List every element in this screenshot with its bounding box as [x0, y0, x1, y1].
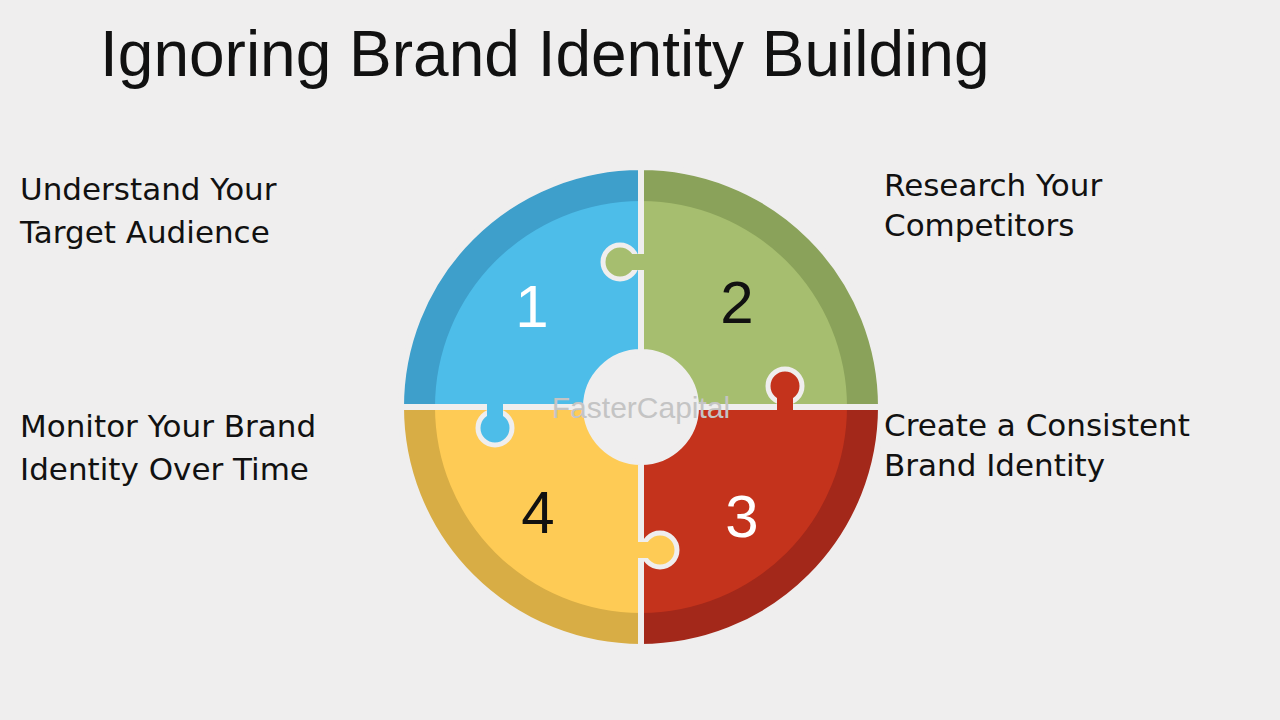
piece-face — [435, 201, 641, 407]
puzzle-shape — [641, 167, 881, 407]
step-number: 2 — [677, 263, 797, 343]
step-number: 4 — [478, 473, 598, 553]
puzzle-piece: 2Research Your Competitors — [641, 167, 881, 407]
piece-face — [641, 201, 847, 407]
puzzle-neck — [777, 397, 793, 411]
step-label: Create a Consistent Brand Identity — [884, 405, 1234, 485]
piece-face — [641, 407, 847, 613]
diagram-title: Ignoring Brand Identity Building — [100, 16, 989, 92]
piece-gap — [641, 167, 881, 407]
puzzle-shape — [641, 407, 881, 647]
piece-face — [435, 407, 641, 613]
puzzle-neck — [631, 254, 645, 270]
step-number: 3 — [682, 477, 802, 557]
piece-rim — [641, 407, 881, 647]
piece-gap — [641, 407, 881, 647]
puzzle-piece: 4Monitor Your Brand Identity Over Time — [401, 407, 641, 647]
step-label: Monitor Your Brand Identity Over Time — [20, 405, 370, 491]
step-label: Research Your Competitors — [884, 165, 1234, 245]
puzzle-piece: 1Understand Your Target Audience — [401, 167, 641, 407]
piece-rim — [401, 167, 641, 407]
step-number: 1 — [472, 267, 592, 347]
piece-gap — [401, 167, 641, 407]
puzzle-neck — [487, 403, 503, 417]
piece-rim — [641, 167, 881, 407]
puzzle-neck — [637, 542, 651, 558]
step-label: Understand Your Target Audience — [20, 168, 370, 254]
puzzle-shape — [401, 407, 641, 647]
puzzle-piece: 3Create a Consistent Brand Identity — [641, 407, 881, 647]
piece-rim — [401, 407, 641, 647]
watermark: FasterCapital — [491, 388, 791, 428]
piece-gap — [401, 407, 641, 647]
